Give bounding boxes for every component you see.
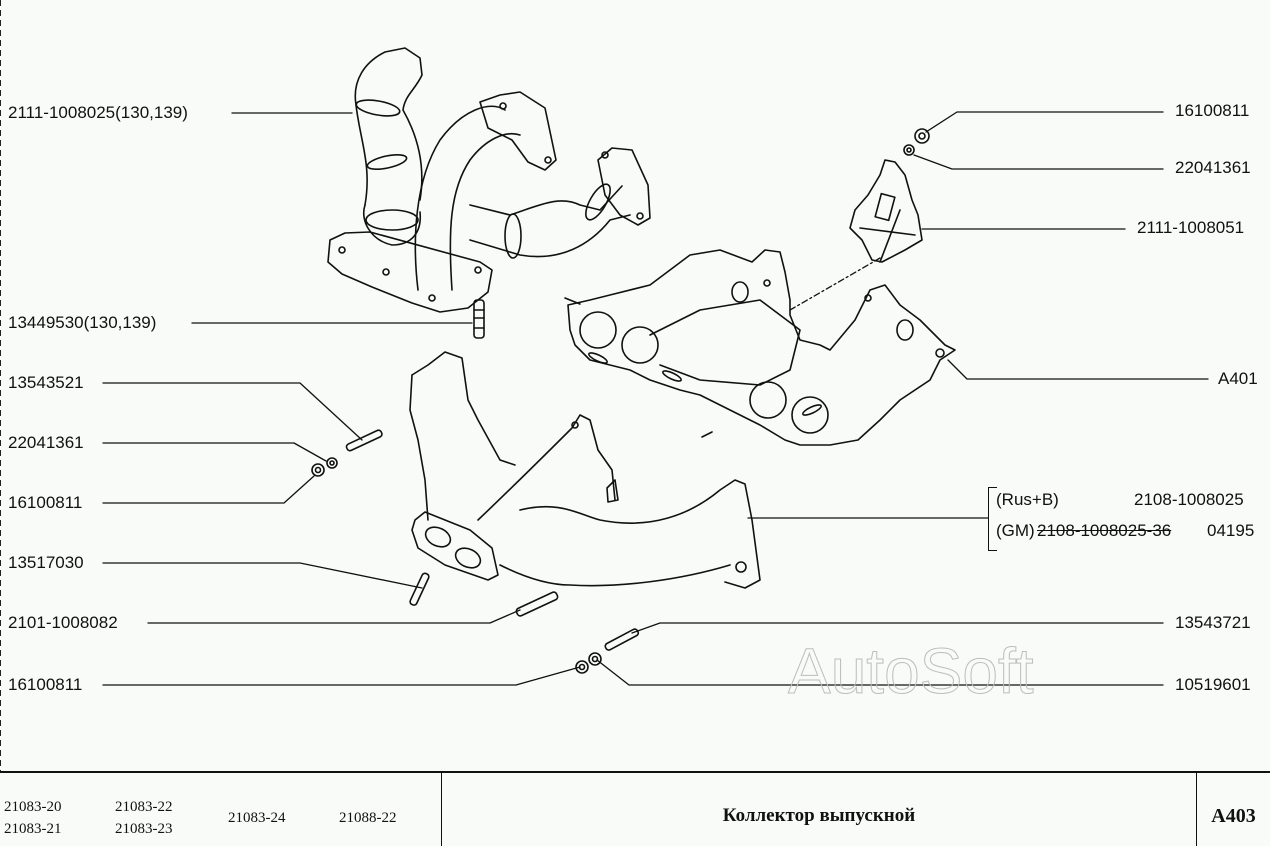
- nut-washer-top: [903, 128, 930, 156]
- callout-washer-22041361: 22041361: [8, 433, 84, 452]
- lower-exhaust-manifold: [409, 351, 761, 589]
- title-block-divider: [441, 773, 442, 846]
- title-block-divider: [1196, 773, 1197, 846]
- callout-washer-10519601: 10519601: [1175, 675, 1251, 694]
- callout-stud-13517030: 13517030: [8, 553, 84, 572]
- watermark: AutoSoft: [788, 635, 1034, 707]
- fasteners-bottom: [575, 628, 640, 674]
- callout-nut-16100811-bottom: 16100811: [8, 675, 83, 694]
- callout-ref-a401: A401: [1218, 369, 1258, 388]
- callout-stud-2101-1008082: 2101-1008082: [8, 613, 118, 632]
- variant-bracket: [988, 487, 997, 551]
- upper-exhaust-manifold: [327, 47, 651, 313]
- variant-rus-b-tag: (Rus+B): [996, 490, 1059, 509]
- stud-13449530: [473, 299, 485, 339]
- callout-nut-16100811: 16100811: [8, 493, 83, 512]
- page-edge: [0, 0, 1, 772]
- callout-stud-13449530: 13449530(130,139): [8, 313, 157, 332]
- fasteners-left: [311, 429, 559, 617]
- page-title: Коллектор выпускной: [722, 805, 916, 826]
- model-21083-23: 21083-23: [115, 821, 173, 837]
- variant-rus-b-part: 2108-1008025: [1134, 490, 1244, 509]
- title-block: 21083-20 21083-21 21083-22 21083-23 2108…: [0, 771, 1270, 846]
- model-21088-22: 21088-22: [339, 810, 397, 826]
- heat-shield-bracket: [849, 159, 923, 263]
- callout-stud-13543721: 13543721: [1175, 613, 1251, 632]
- variant-gm-part: 2108-1008025-36: [1037, 521, 1172, 540]
- variant-gm-extra: 04195: [1207, 521, 1255, 540]
- page-code: A403: [1211, 805, 1256, 827]
- exploded-parts-drawing: [102, 47, 1209, 686]
- variant-gm-tag: (GM): [996, 521, 1035, 540]
- callout-upper-manifold: 2111-1008025(130,139): [8, 103, 188, 122]
- manifold-gasket-a401: [564, 249, 956, 446]
- model-21083-20: 21083-20: [4, 799, 62, 815]
- leader-lines: [102, 111, 1209, 686]
- callout-heat-shield: 2111-1008051: [1137, 218, 1245, 237]
- callout-nut-16100811-top: 16100811: [1175, 101, 1250, 120]
- model-21083-21: 21083-21: [4, 821, 62, 837]
- callout-stud-13543521: 13543521: [8, 373, 84, 392]
- model-21083-22: 21083-22: [115, 799, 173, 815]
- model-21083-24: 21083-24: [228, 810, 286, 826]
- callout-washer-22041361-top: 22041361: [1175, 158, 1251, 177]
